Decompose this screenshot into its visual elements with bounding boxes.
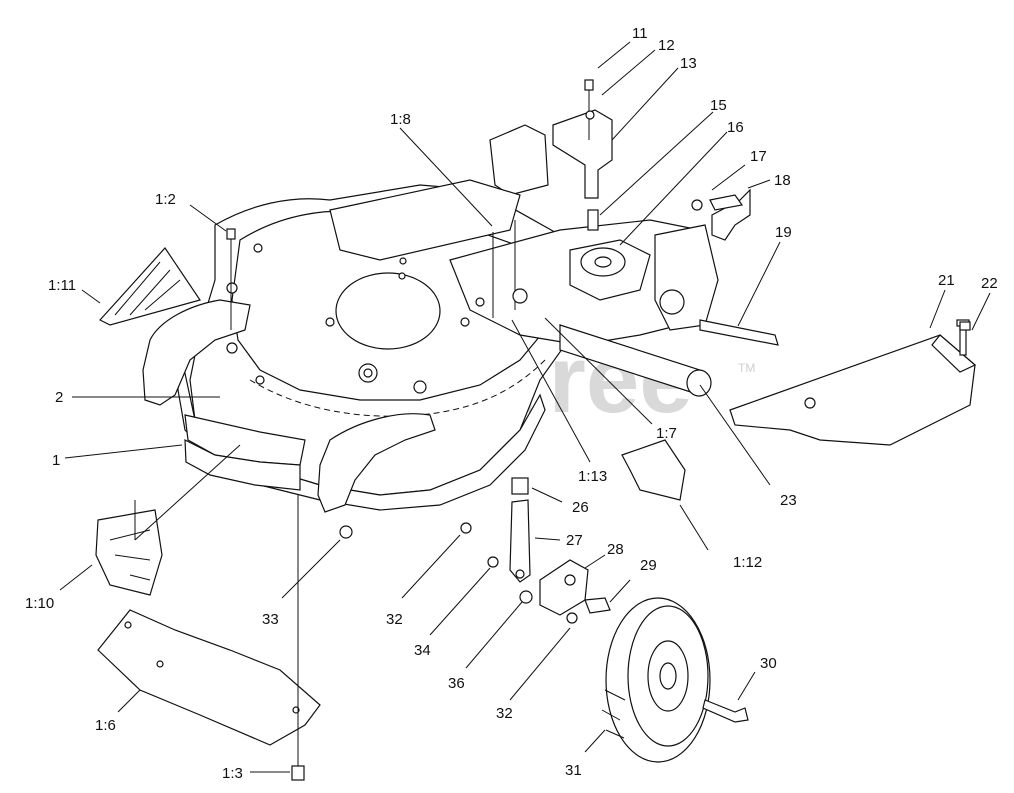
callout-32-a: 32 bbox=[386, 611, 403, 628]
callout-18: 18 bbox=[774, 172, 791, 189]
callout-19: 19 bbox=[775, 224, 792, 241]
callout-1-2: 1:2 bbox=[155, 191, 176, 208]
leader-lines bbox=[59, 41, 991, 773]
callout-32-b: 32 bbox=[496, 705, 513, 722]
callout-1-3: 1:3 bbox=[222, 765, 243, 782]
callout-1-8: 1:8 bbox=[390, 111, 411, 128]
callout-23: 23 bbox=[780, 492, 797, 509]
callout-16: 16 bbox=[727, 119, 744, 136]
callout-17: 17 bbox=[750, 148, 767, 165]
callout-15: 15 bbox=[710, 97, 727, 114]
deck-screw bbox=[226, 228, 236, 330]
callout-2: 2 bbox=[55, 389, 63, 406]
callout-29: 29 bbox=[640, 557, 657, 574]
callout-26: 26 bbox=[572, 499, 589, 516]
watermark-trademark: TM bbox=[738, 361, 755, 375]
callout-13: 13 bbox=[680, 55, 697, 72]
wheel-adjuster-assembly bbox=[339, 477, 611, 624]
callout-30: 30 bbox=[760, 655, 777, 672]
front-baffle bbox=[95, 509, 163, 596]
callout-1: 1 bbox=[52, 452, 60, 469]
height-adjust-bracket bbox=[552, 79, 613, 231]
guard-bolt bbox=[959, 321, 971, 331]
side-deflector-left bbox=[99, 247, 201, 326]
wheel-bolt bbox=[702, 699, 749, 723]
mower-deck bbox=[142, 124, 719, 513]
rear-wheel bbox=[601, 597, 711, 763]
callout-1-10: 1:10 bbox=[25, 595, 54, 612]
callout-labels: 11 12 13 15 16 17 18 19 21 22 1:8 1:2 1:… bbox=[25, 25, 998, 782]
callout-1-7: 1:7 bbox=[656, 425, 677, 442]
callout-11: 11 bbox=[632, 25, 648, 42]
rear-door-bracket bbox=[691, 188, 751, 241]
callout-27: 27 bbox=[566, 532, 583, 549]
callout-34: 34 bbox=[414, 642, 431, 659]
callout-22: 22 bbox=[981, 275, 998, 292]
long-bolt bbox=[291, 495, 305, 781]
callout-1-13: 1:13 bbox=[578, 468, 607, 485]
callout-33: 33 bbox=[262, 611, 279, 628]
callout-36: 36 bbox=[448, 675, 465, 692]
callout-1-12: 1:12 bbox=[733, 554, 762, 571]
callout-31: 31 bbox=[565, 762, 582, 779]
callout-12: 12 bbox=[658, 37, 675, 54]
side-deflector-right bbox=[621, 439, 686, 501]
callout-21: 21 bbox=[938, 272, 955, 289]
callout-1-6: 1:6 bbox=[95, 717, 116, 734]
rear-rod bbox=[699, 319, 779, 346]
callout-1-11: 1:11 bbox=[48, 277, 76, 294]
rear-skirt-plate bbox=[97, 609, 321, 746]
callout-28: 28 bbox=[607, 541, 624, 558]
